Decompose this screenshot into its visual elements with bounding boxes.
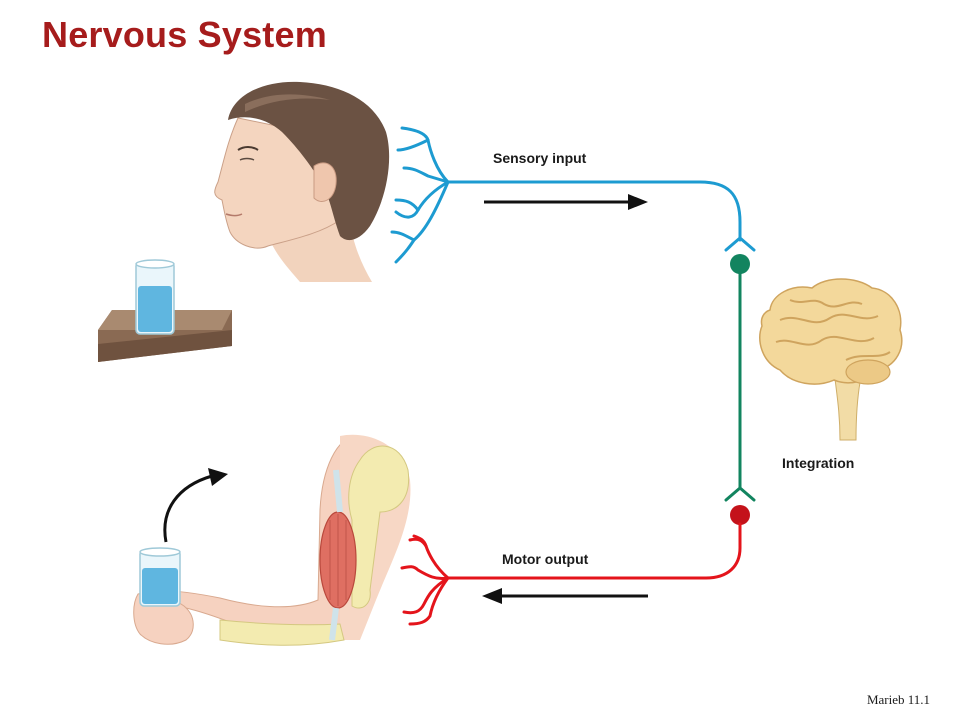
- integration-synapse-cap: [724, 486, 756, 502]
- human-head-illustration: [214, 81, 390, 282]
- motor-pathway: [400, 522, 742, 626]
- integration-neuron-body: [730, 254, 750, 274]
- sensory-direction-arrow: [484, 194, 648, 210]
- sensory-pathway: [390, 126, 742, 264]
- motor-output-label: Motor output: [502, 551, 589, 567]
- integration-label: Integration: [782, 455, 855, 471]
- page-title: Nervous System: [42, 14, 327, 55]
- sensory-synapse-cap: [724, 236, 756, 252]
- source-caption: Marieb 11.1: [866, 692, 930, 707]
- glass-on-table-illustration: [98, 259, 232, 362]
- arm-lift-arrow: [163, 468, 228, 543]
- motor-direction-arrow: [482, 588, 648, 604]
- brain-illustration: [759, 278, 903, 441]
- motor-neuron-body: [730, 505, 750, 525]
- sensory-input-label: Sensory input: [493, 150, 587, 166]
- arm-with-glass-illustration: [133, 434, 411, 646]
